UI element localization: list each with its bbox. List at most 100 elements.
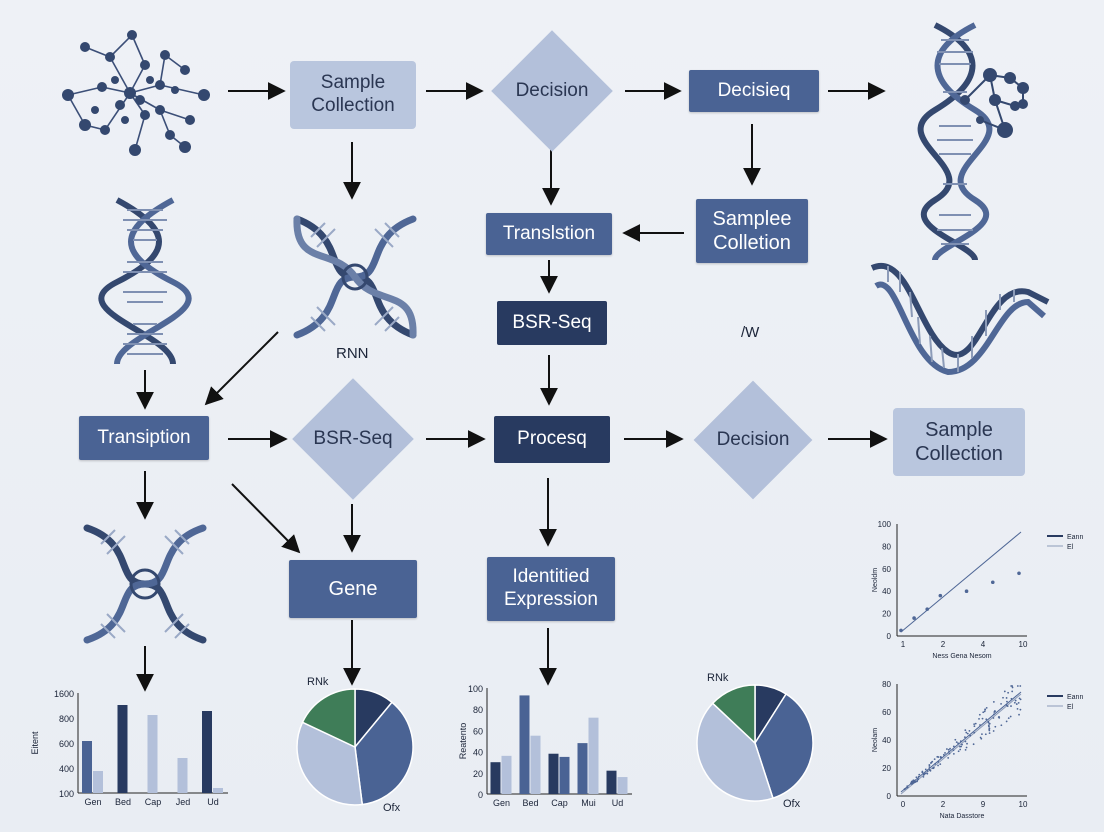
arrow bbox=[204, 331, 279, 406]
data-point bbox=[1015, 703, 1018, 705]
x-tick-label: Mui bbox=[581, 798, 596, 808]
data-point bbox=[982, 711, 985, 714]
bar bbox=[588, 717, 599, 794]
arrow bbox=[231, 483, 301, 554]
y-tick-label: 100 bbox=[878, 520, 892, 529]
data-point bbox=[979, 736, 982, 739]
bsr-seq-diamond[interactable]: BSR-Seq bbox=[290, 378, 416, 500]
transiption-box[interactable]: Transiption bbox=[79, 416, 209, 460]
data-point bbox=[965, 746, 968, 749]
data-point bbox=[1009, 715, 1012, 718]
bar bbox=[213, 788, 223, 793]
data-point bbox=[994, 725, 997, 728]
data-point bbox=[937, 764, 939, 767]
data-point bbox=[1011, 685, 1014, 687]
bsr-seq-box[interactable]: BSR-Seq bbox=[497, 301, 607, 345]
y-tick-label: 20 bbox=[473, 769, 483, 779]
bar bbox=[93, 771, 103, 793]
data-point bbox=[936, 755, 939, 758]
data-point bbox=[959, 748, 962, 751]
procesq-box[interactable]: Procesq bbox=[494, 416, 610, 463]
decision-diamond-top[interactable]: Decision bbox=[489, 30, 615, 152]
data-point bbox=[1011, 690, 1014, 693]
identified-expression-box[interactable]: Identitied Expression bbox=[487, 557, 615, 621]
data-point bbox=[944, 752, 946, 754]
x-tick-label: Bed bbox=[522, 798, 538, 808]
dna-wave-icon bbox=[870, 262, 1050, 376]
data-point bbox=[1007, 691, 1010, 694]
dna-cross-icon bbox=[83, 524, 207, 644]
data-point bbox=[949, 747, 951, 750]
data-point bbox=[938, 593, 943, 598]
data-point bbox=[1018, 713, 1020, 716]
data-point bbox=[979, 724, 981, 726]
pie-slice bbox=[711, 684, 756, 745]
data-point bbox=[964, 729, 967, 732]
y-axis-label: Neoldm bbox=[872, 568, 879, 592]
y-tick-label: 100 bbox=[59, 789, 74, 799]
decision-diamond-mid[interactable]: Decision bbox=[689, 380, 817, 500]
data-point bbox=[978, 717, 980, 720]
data-point bbox=[1016, 685, 1019, 687]
data-point bbox=[937, 760, 940, 763]
bar bbox=[147, 715, 158, 793]
bar bbox=[177, 758, 188, 793]
sample-collection-box[interactable]: Sample Collection bbox=[290, 61, 416, 129]
x-axis-label: Ness Gena Nesom bbox=[932, 653, 991, 660]
data-point bbox=[952, 752, 955, 755]
y-axis-label: Neolam bbox=[872, 728, 879, 752]
data-point bbox=[1005, 697, 1008, 699]
data-point bbox=[915, 776, 918, 779]
data-point bbox=[921, 771, 924, 774]
pie-label: RNk bbox=[707, 672, 729, 684]
data-point bbox=[966, 742, 968, 745]
pie-label: RNk bbox=[307, 676, 329, 688]
y-tick-label: 400 bbox=[59, 764, 74, 774]
w-label: /W bbox=[741, 324, 760, 341]
data-point bbox=[988, 722, 991, 725]
data-point bbox=[952, 749, 955, 752]
data-point bbox=[922, 773, 925, 776]
data-point bbox=[978, 713, 981, 716]
data-point bbox=[974, 722, 977, 725]
translstion-box[interactable]: Translstion bbox=[486, 213, 612, 255]
samplee-colletion-box[interactable]: Samplee Colletion bbox=[696, 199, 808, 263]
data-point bbox=[983, 710, 986, 713]
y-tick-label: 0 bbox=[887, 792, 892, 801]
y-tick-label: 40 bbox=[473, 748, 483, 758]
gene-box[interactable]: Gene bbox=[289, 560, 417, 618]
x-tick-label: 4 bbox=[981, 640, 986, 649]
data-point bbox=[993, 713, 995, 716]
x-tick-label: 10 bbox=[1019, 640, 1028, 649]
data-point bbox=[1010, 697, 1013, 700]
data-point bbox=[973, 731, 976, 734]
data-point bbox=[928, 764, 931, 767]
trend-line bbox=[900, 693, 1022, 795]
y-tick-label: 40 bbox=[882, 587, 891, 596]
molecule-network-icon bbox=[62, 30, 210, 156]
dna-helix-molecule-icon bbox=[917, 22, 1029, 262]
data-point bbox=[948, 750, 950, 753]
bar bbox=[577, 743, 588, 794]
data-point bbox=[1013, 701, 1016, 704]
bar bbox=[559, 756, 570, 794]
bar bbox=[117, 705, 128, 793]
data-point bbox=[924, 768, 927, 771]
data-point bbox=[912, 779, 915, 782]
data-point bbox=[963, 736, 966, 738]
rnn-label: RNN bbox=[336, 345, 369, 362]
decision-mid-label: Decision bbox=[716, 429, 790, 450]
data-point bbox=[957, 750, 960, 753]
data-point bbox=[965, 731, 968, 734]
sample-collection-right-box[interactable]: Sample Collection bbox=[893, 408, 1025, 476]
data-point bbox=[968, 729, 971, 732]
y-tick-label: 100 bbox=[468, 684, 483, 694]
dna-cross-icon bbox=[293, 215, 417, 339]
data-point bbox=[1000, 724, 1003, 727]
data-point bbox=[1016, 707, 1019, 710]
decisieq-box[interactable]: Decisieq bbox=[689, 70, 819, 112]
data-point bbox=[969, 734, 972, 737]
